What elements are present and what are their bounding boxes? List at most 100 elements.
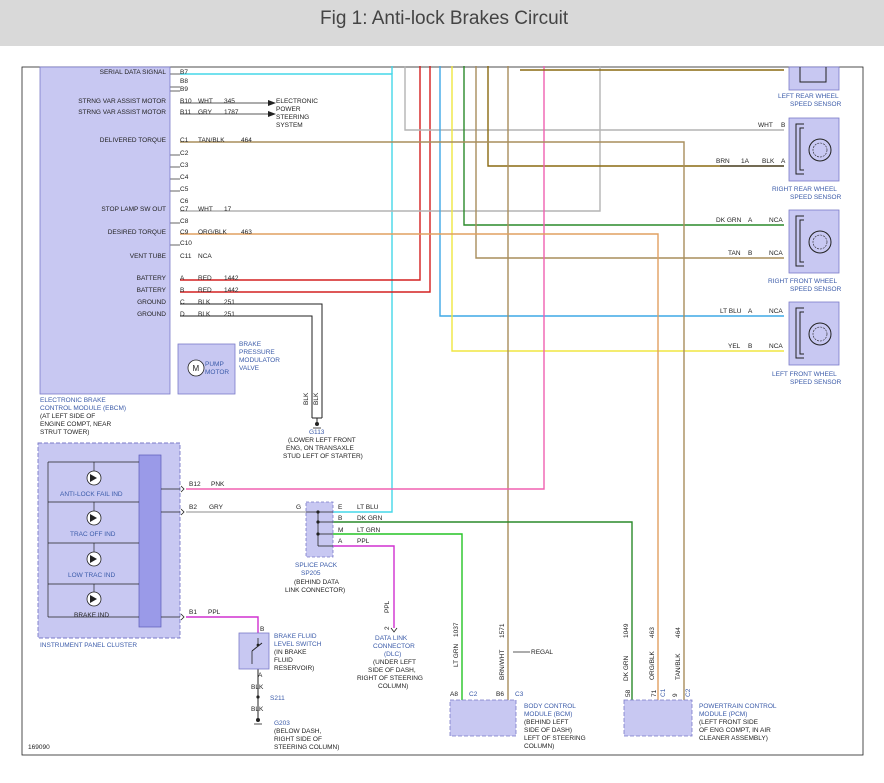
pump-motor-label-1: PUMP <box>205 361 224 368</box>
wire-serial-data <box>180 73 393 513</box>
bfls-name-2: LEVEL SWITCH <box>274 641 322 648</box>
left-rear-sensor: LEFT REAR WHEEL SPEED SENSOR <box>778 66 842 108</box>
ebcm-pin-circuit: 464 <box>241 137 252 144</box>
dlc-name-3: (DLC) <box>384 651 401 658</box>
ebcm-note-2: ENGINE COMPT, NEAR <box>40 421 111 428</box>
g203-note-3: STEERING COLUMN) <box>274 744 339 751</box>
ebcm-pin-id: B9 <box>180 86 188 93</box>
wire-ltgrn-bcm <box>333 533 463 700</box>
ebcm-pin-label: BATTERY <box>137 287 167 294</box>
ipc-ind-2: TRAC OFF IND <box>70 531 116 538</box>
ipc-wire-ppl: PPL <box>208 609 221 616</box>
g203-note-2: RIGHT SIDE OF <box>274 736 322 743</box>
ebcm-pin-color: BLK <box>198 311 211 318</box>
wire-brn-rr <box>487 66 784 167</box>
pcm-conn-c1: C1 <box>660 688 667 697</box>
ebcm-pin-label: STOP LAMP SW OUT <box>101 206 166 213</box>
lf-sensor-label-2: SPEED SENSOR <box>790 379 842 386</box>
ebcm-pin-id: B <box>180 287 184 294</box>
ebcm-pin-label: SERIAL DATA SIGNAL <box>100 69 167 76</box>
splice-note-2: LINK CONNECTOR) <box>285 587 345 594</box>
rf-sensor-label-2: SPEED SENSOR <box>790 286 842 293</box>
pcm-wire-2-circuit: 463 <box>649 627 656 638</box>
lf-b-color: YEL <box>728 343 741 350</box>
ebcm-pin-color: WHT <box>198 206 213 213</box>
ebcm-pin-id: C9 <box>180 229 189 236</box>
dlc-name-2: CONNECTOR <box>373 643 415 650</box>
g203-note-1: (BELOW DASH, <box>274 728 322 735</box>
ebcm-pin-color: RED <box>198 275 212 282</box>
right-rear-sensor: RIGHT REAR WHEEL SPEED SENSOR <box>772 117 842 201</box>
wire-pnk-ipc <box>186 66 545 490</box>
rr-sensor-label-2: SPEED SENSOR <box>790 194 842 201</box>
data-link-connector: PPL 2 DATA LINK CONNECTOR (DLC) (UNDER L… <box>357 600 423 690</box>
splice-wire-e: LT BLU <box>357 504 379 511</box>
lf-sensor-icon <box>808 322 832 346</box>
ipc-wire-gry: GRY <box>209 504 224 511</box>
eps-label-2: POWER <box>276 106 301 113</box>
right-front-sensor: RIGHT FRONT WHEEL SPEED SENSOR <box>768 209 842 293</box>
ebcm-pin-id: B7 <box>180 69 188 76</box>
ebcm-name-2: CONTROL MODULE (EBCM) <box>40 405 126 412</box>
rf-sensor-label-1: RIGHT FRONT WHEEL <box>768 278 837 285</box>
wire-yel-lf <box>451 66 784 352</box>
splice-pin-g: G <box>296 504 301 511</box>
motor-icon <box>187 359 205 377</box>
lf-a-color: LT BLU <box>720 308 742 315</box>
ebcm-pin-circuit: 345 <box>224 98 235 105</box>
ebcm-pin-color: TAN/BLK <box>198 137 225 144</box>
ebcm-name-1: ELECTRONIC BRAKE <box>40 397 106 404</box>
pump-motor-box <box>177 343 236 395</box>
bcm-note-1: (BEHIND LEFT <box>524 719 568 726</box>
bcm-conn-c2: C2 <box>469 691 478 698</box>
dlc-note-3: RIGHT OF STEERING <box>357 675 423 682</box>
ground-icon <box>315 422 319 426</box>
ebcm-pin-circuit: 1442 <box>224 275 239 282</box>
dlc-note-4: COLUMN) <box>378 683 408 690</box>
splice-wire-b: DK GRN <box>357 515 383 522</box>
s211-label: S211 <box>270 695 285 702</box>
bcm-wire-2-color: BRN/WHT <box>499 650 506 680</box>
splice-pin-a: A <box>338 538 343 545</box>
bcm-name-1: BODY CONTROL <box>524 703 576 710</box>
ebcm-pin-label: VENT TUBE <box>130 253 167 260</box>
wire-gray-stop <box>180 66 601 212</box>
dlc-pin: 2 <box>384 626 391 630</box>
ipc-pin-b1: B1 <box>189 609 197 616</box>
bcm-pin-b6: B6 <box>496 691 504 698</box>
ebcm-pin-circuit: 463 <box>241 229 252 236</box>
pcm-wire-1-color: DK GRN <box>623 655 630 681</box>
wire-tan-rf <box>475 66 784 259</box>
ipc-ind-4: BRAKE IND <box>74 612 109 619</box>
bcm-conn-c3: C3 <box>515 691 524 698</box>
lr-sensor-label-2: SPEED SENSOR <box>790 101 842 108</box>
wire-dkgrn-pcm <box>333 521 633 700</box>
ipc-controller <box>138 454 162 628</box>
wire-ppl-dlc <box>333 545 395 628</box>
bpmv-label-4: VALVE <box>239 365 260 372</box>
splice-pin-b: B <box>338 515 342 522</box>
bfls-name-1: BRAKE FLUID <box>274 633 317 640</box>
ebcm-pin-label: STRNG VAR ASSIST MOTOR <box>78 109 166 116</box>
ebcm-pin-circuit: 1442 <box>224 287 239 294</box>
ebcm-pin-circuit: 17 <box>224 206 232 213</box>
splice-name-1: SPLICE PACK <box>295 562 338 569</box>
wire-blk-gnd-d <box>180 315 313 418</box>
brake-fluid-level-switch: B A BRAKE FLUID LEVEL SWITCH (IN BRAKE F… <box>238 626 339 751</box>
splice-wire-m: LT GRN <box>357 527 381 534</box>
rr-color2: BLK <box>762 158 775 165</box>
rf-a-nca: NCA <box>769 217 783 224</box>
ebcm-pin-id: C1 <box>180 137 189 144</box>
ebcm-pin-color: BLK <box>198 299 211 306</box>
lf-sensor-label-1: LEFT FRONT WHEEL <box>772 371 837 378</box>
ebcm-pin-circuit: 1787 <box>224 109 239 116</box>
ebcm-pin-id: C <box>180 299 185 306</box>
pcm-pin-58: 58 <box>625 689 632 697</box>
wire-blk-gnd-c <box>180 303 323 418</box>
ebcm-pin-label: GROUND <box>137 299 166 306</box>
wires <box>170 66 784 718</box>
pcm-wire-3-color: TAN/BLK <box>675 653 682 680</box>
lr-sensor-label-1: LEFT REAR WHEEL <box>778 93 839 100</box>
